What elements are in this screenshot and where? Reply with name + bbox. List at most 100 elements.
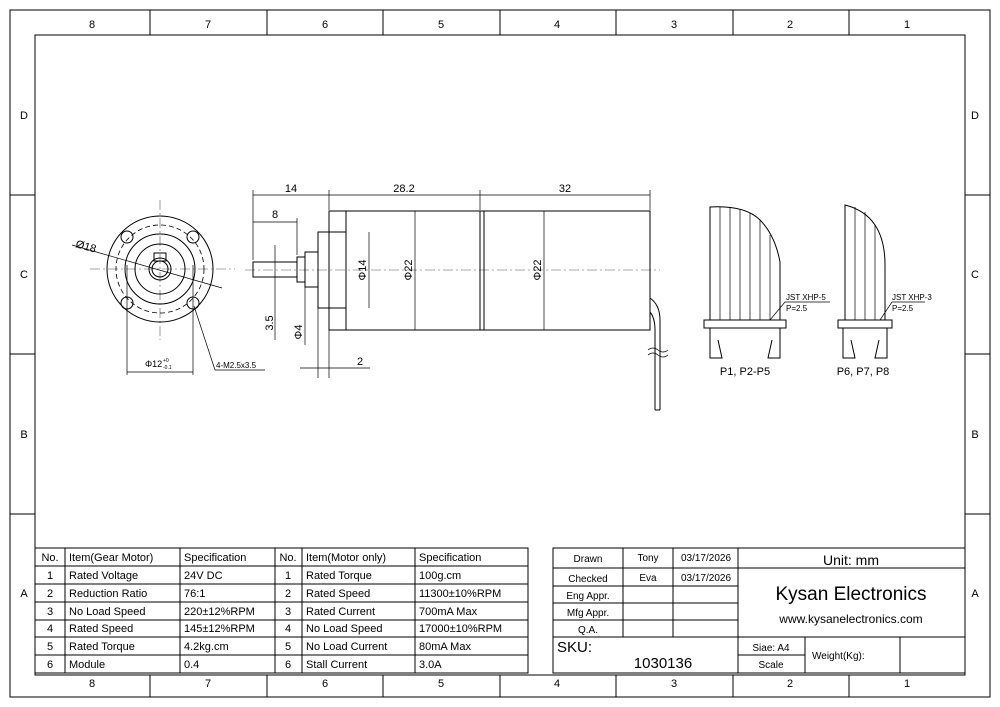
col-label: 4 (554, 678, 560, 690)
table-cell-no: 6 (285, 659, 291, 671)
table-cell-spec: 80mA Max (419, 641, 471, 653)
unit-label: Unit: mm (823, 552, 879, 568)
table-cell-spec: 4.2kg.cm (184, 641, 229, 653)
table-header: Item(Motor only) (306, 552, 386, 564)
pilot-tolerance-upper: +0 (163, 358, 169, 364)
sku-value: 1030136 (634, 655, 692, 672)
connector-pitch: P=2.5 (786, 304, 808, 313)
dim-phi22-gearbox: Φ22 (403, 259, 415, 280)
table-header: Specification (419, 552, 481, 564)
dim-28-2: 28.2 (393, 183, 414, 195)
table-cell-no: 4 (285, 623, 291, 635)
table-header: No. (41, 552, 58, 564)
table-cell-item: Rated Torque (306, 570, 372, 582)
table-cell-no: 2 (47, 588, 53, 600)
row-label: D (20, 110, 28, 122)
table-cell-spec: 76:1 (184, 588, 205, 600)
row-label: A (20, 588, 28, 600)
table-cell-no: 3 (47, 606, 53, 618)
row-label: A (971, 588, 979, 600)
company-name: Kysan Electronics (775, 584, 926, 605)
weight-label: Weight(Kg): (812, 651, 865, 662)
row-label: B (971, 429, 978, 441)
col-label: 7 (205, 19, 211, 31)
table-header: No. (279, 552, 296, 564)
col-label: 2 (787, 19, 793, 31)
dim-phi4: Φ4 (293, 325, 305, 340)
table-cell-spec: 11300±10%RPM (419, 588, 501, 600)
table-cell-no: 4 (47, 623, 53, 635)
connector-xhp3: JST XHP-3 P=2.5 P6, P7, P8 (837, 204, 932, 378)
scale-label: Scale (758, 660, 783, 671)
connector-pins: P6, P7, P8 (837, 366, 890, 378)
dim-phi22-motor: Φ22 (532, 259, 544, 280)
side-view: 14 8 28.2 32 2 Φ14 Φ22 Φ22 3.5 Φ4 (245, 183, 669, 411)
diameter-18-label: Ø18 (74, 238, 97, 255)
connector-pins: P1, P2-P5 (720, 366, 770, 378)
col-label: 3 (671, 678, 677, 690)
table-cell-item: No Load Speed (69, 606, 145, 618)
col-label: 1 (904, 678, 910, 690)
table-header: Item(Gear Motor) (69, 552, 153, 564)
col-label: 7 (205, 678, 211, 690)
table-cell-item: No Load Speed (306, 623, 382, 635)
approval-date: 03/17/2026 (681, 553, 731, 564)
connector-type: JST XHP-3 (892, 293, 932, 302)
approval-role: Mfg Appr. (567, 608, 609, 619)
dim-3-5: 3.5 (264, 315, 276, 330)
col-label: 4 (554, 19, 560, 31)
table-cell-item: Rated Speed (69, 623, 133, 635)
row-label: D (971, 110, 979, 122)
table-cell-item: Reduction Ratio (69, 588, 147, 600)
row-label: B (20, 429, 27, 441)
dim-8: 8 (272, 209, 278, 221)
table-cell-item: Rated Voltage (69, 570, 138, 582)
col-label: 3 (671, 19, 677, 31)
company-website: www.kysanelectronics.com (778, 612, 922, 626)
zone-ticks (10, 10, 990, 697)
table-cell-spec: 700mA Max (419, 606, 478, 618)
approval-date: 03/17/2026 (681, 573, 731, 584)
col-label: 8 (89, 678, 95, 690)
lead-wire (649, 297, 661, 411)
col-label: 2 (787, 678, 793, 690)
inner-border (34, 34, 966, 676)
table-header: Specification (184, 552, 246, 564)
table-cell-item: Rated Speed (306, 588, 370, 600)
table-cell-item: Stall Current (306, 659, 367, 671)
table-cell-spec: 3.0A (419, 659, 442, 671)
size-label: Siae: A4 (752, 643, 790, 654)
table-cell-no: 1 (285, 570, 291, 582)
approval-name: Tony (637, 553, 658, 564)
table-cell-spec: 24V DC (184, 570, 223, 582)
table-cell-no: 5 (285, 641, 291, 653)
connector-type: JST XHP-5 (786, 293, 826, 302)
dim-32: 32 (559, 183, 571, 195)
table-cell-item: Module (69, 659, 105, 671)
approval-role: Drawn (574, 554, 603, 565)
table-cell-spec: 100g.cm (419, 570, 461, 582)
row-label: C (971, 269, 979, 281)
pilot-tolerance-lower: -0.1 (163, 365, 172, 371)
approval-role: Q.A. (578, 625, 598, 636)
table-cell-item: Rated Torque (69, 641, 135, 653)
table-cell-no: 6 (47, 659, 53, 671)
table-cell-item: No Load Current (306, 641, 387, 653)
table-cell-spec: 145±12%RPM (184, 623, 255, 635)
col-label: 5 (438, 678, 444, 690)
sku-label: SKU: (557, 639, 592, 656)
table-cell-no: 5 (47, 641, 53, 653)
col-label: 5 (438, 19, 444, 31)
spec-table: No. Item(Gear Motor) Specification No. Item(… (34, 547, 529, 674)
approval-role: Checked (568, 574, 607, 585)
table-cell-no: 2 (285, 588, 291, 600)
dim-14: 14 (285, 183, 297, 195)
dim-phi14: Φ14 (357, 259, 369, 280)
row-label: C (20, 269, 28, 281)
table-cell-item: Rated Current (306, 606, 375, 618)
col-label: 6 (322, 678, 328, 690)
col-label: 8 (89, 19, 95, 31)
pilot-diameter-label: Φ12 (145, 359, 162, 369)
